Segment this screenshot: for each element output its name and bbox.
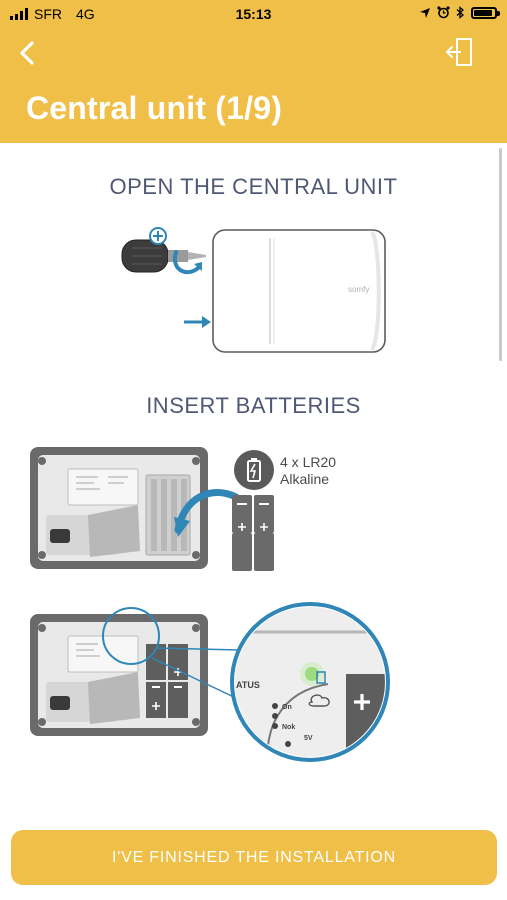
status-bar: SFR 4G 15:13 <box>0 0 507 28</box>
battery-type: Alkaline <box>280 471 330 487</box>
screwdriver-icon <box>121 239 206 273</box>
battery-badge-icon <box>234 450 274 490</box>
back-button[interactable] <box>12 38 42 68</box>
battery-count: 4 x LR20 <box>280 454 337 470</box>
location-icon <box>420 7 430 18</box>
status-label-text: ATUS <box>236 680 260 690</box>
chevron-left-icon <box>20 41 34 65</box>
carrier-label: SFR <box>34 6 62 22</box>
device-brand: somfy <box>348 285 369 294</box>
finish-installation-button[interactable]: I'VE FINISHED THE INSTALLATION <box>11 830 497 885</box>
open-device-illustration <box>30 447 274 571</box>
alarm-icon <box>437 6 450 19</box>
bluetooth-icon <box>456 6 464 19</box>
open-unit-illustration: somfy <box>121 227 386 353</box>
cell-signal-icon <box>10 8 28 20</box>
header-bar <box>0 0 507 143</box>
plus-circle-icon <box>149 227 167 245</box>
battery-icon <box>471 6 500 19</box>
led-on-label: On <box>282 704 292 711</box>
status-time: 15:13 <box>235 6 272 22</box>
exit-door-icon <box>446 38 472 66</box>
battery-spec: 4 x LR20 Alkaline <box>280 454 336 488</box>
page-title: Central unit (1/9) <box>26 90 283 126</box>
led-nok-label: Nok <box>282 724 295 731</box>
open-unit-heading: OPEN THE CENTRAL UNIT <box>109 174 398 199</box>
network-label: 4G <box>76 6 95 22</box>
led-check-illustration: ATUS On Nok 5V <box>30 602 390 762</box>
voltage-label: 5V <box>304 735 313 742</box>
exit-button[interactable] <box>445 36 475 68</box>
scrollbar[interactable] <box>499 148 502 361</box>
battery-pack-icon <box>232 495 274 571</box>
insert-batteries-heading: INSERT BATTERIES <box>146 393 361 418</box>
